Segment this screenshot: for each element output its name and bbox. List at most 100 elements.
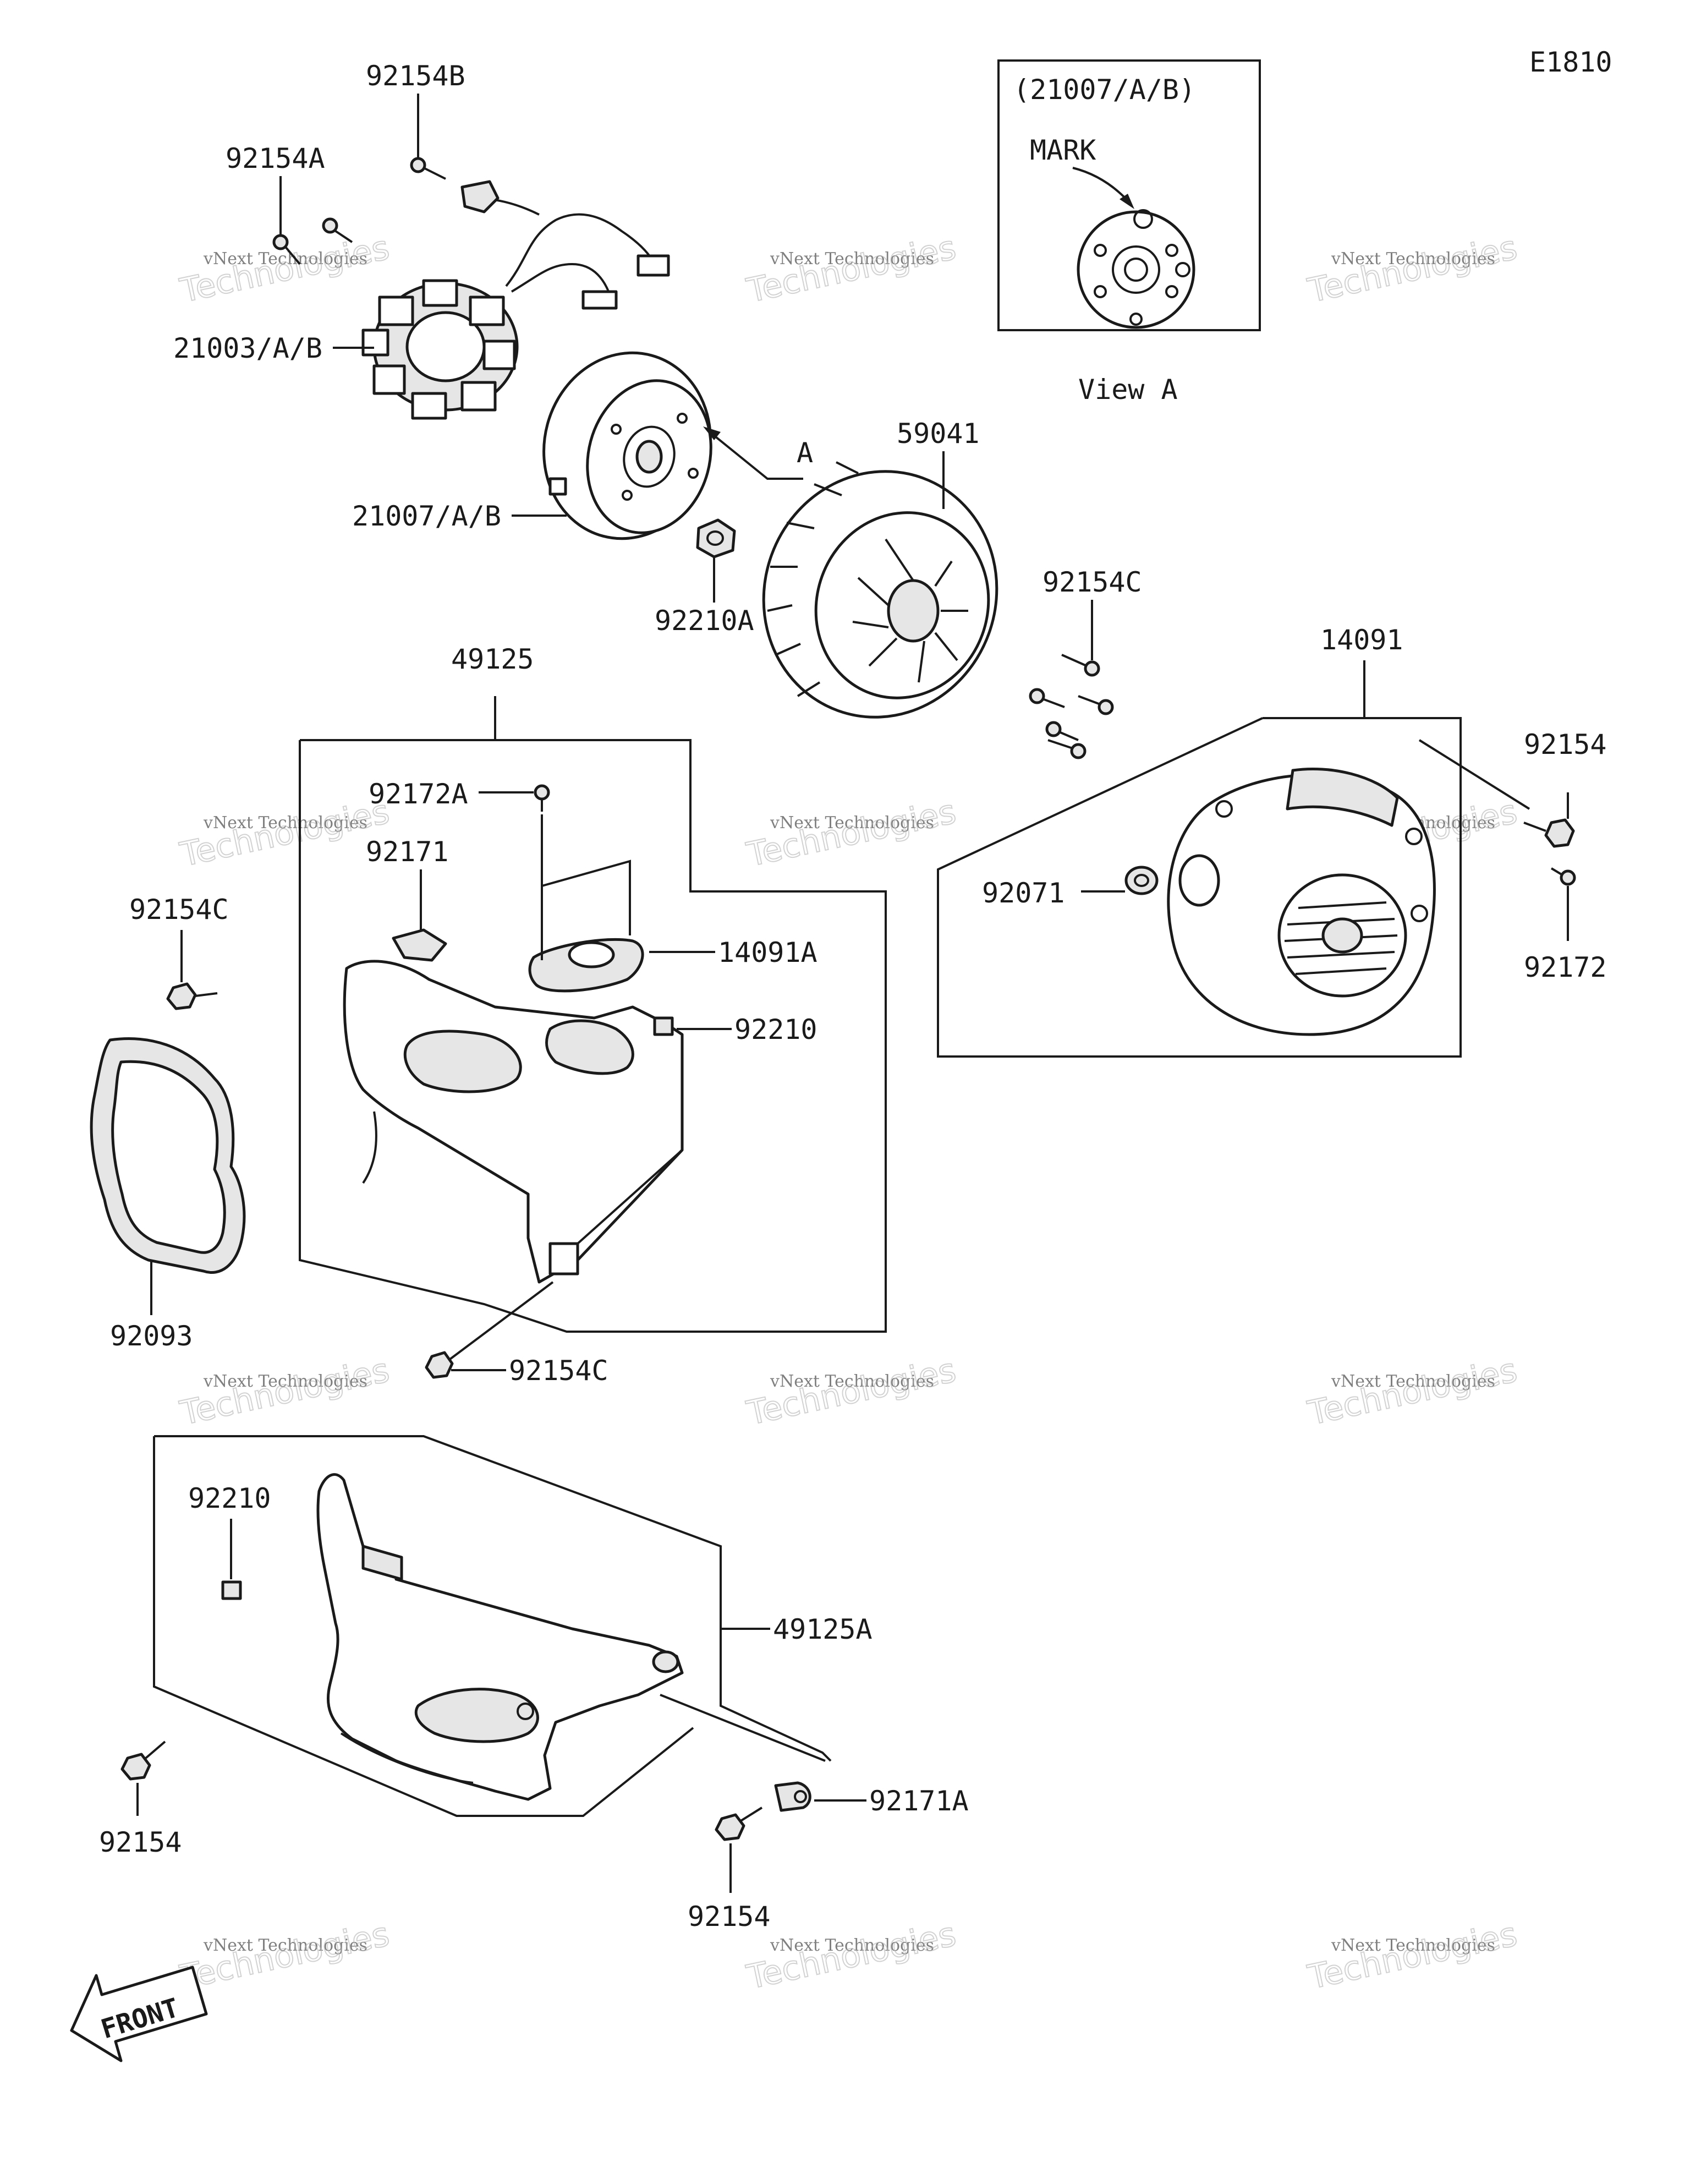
label-59041: 59041 — [897, 418, 980, 450]
lower-shroud-window — [414, 1688, 539, 1743]
harness-connector — [581, 290, 618, 310]
screw-shank — [449, 1281, 554, 1360]
label-49125A: 49125A — [773, 1613, 873, 1645]
cover-cap — [568, 941, 615, 968]
shroud-tab — [362, 1111, 377, 1184]
stator-harness — [505, 213, 656, 287]
rotor-hole — [677, 413, 688, 424]
rotor-face-disc — [1077, 210, 1195, 329]
fan-cover-mount — [1405, 828, 1423, 845]
rotor-hole — [688, 468, 699, 479]
lower-shroud-hole — [517, 1703, 534, 1720]
watermark-text: Technologies — [743, 792, 959, 874]
leader-92154-right-line — [1418, 739, 1530, 810]
harness-connector — [637, 254, 670, 277]
screw-shank — [1550, 867, 1563, 876]
label-92154-right: 92154 — [1524, 729, 1607, 760]
stator-coil — [378, 295, 414, 326]
watermark-text: Technologies — [177, 792, 393, 874]
stator-coil — [460, 381, 497, 412]
stator-assembly — [361, 180, 670, 420]
watermark-text: Technologies — [743, 1915, 959, 1997]
clamp-92171A — [774, 1781, 811, 1812]
label-92071: 92071 — [982, 877, 1065, 909]
screw-shank — [739, 1807, 763, 1822]
watermark-text: Technologies — [1304, 228, 1521, 310]
rotor-hole — [611, 424, 622, 435]
clamp-hole — [794, 1790, 807, 1803]
screw-shank — [1058, 731, 1079, 741]
nut-body — [696, 518, 736, 559]
watermark-text: vNext Technologies — [203, 1372, 367, 1391]
part-labels: 92154B 92154A 21003/A/B 21007/A/B 92210A… — [99, 60, 1607, 1933]
screw-head — [1544, 818, 1575, 848]
label-92171: 92171 — [366, 836, 449, 868]
fan-blades — [767, 461, 968, 697]
watermark-text: vNext Technologies — [1331, 1372, 1495, 1391]
lower-shroud-frame-bottom — [153, 1436, 694, 1817]
label-92210A: 92210A — [655, 605, 754, 637]
nut-92210-lower — [221, 1580, 242, 1600]
view-a-title: (21007/A/B) — [1013, 74, 1195, 106]
screw-92154-lowmid — [715, 1807, 763, 1841]
mark-arrowhead — [1120, 194, 1134, 209]
gasket-inner — [111, 1060, 226, 1254]
fan-cover-duct — [1286, 768, 1399, 827]
view-a-inset: (21007/A/B) MARK View A — [997, 59, 1261, 406]
front-arrow-shape — [70, 1966, 208, 2062]
rotor-face-hole — [1165, 285, 1178, 298]
screw-92154C-left — [166, 982, 218, 1010]
view-a-mark-label: MARK — [1030, 134, 1096, 166]
screw-head — [1560, 869, 1576, 886]
shroud-port — [545, 1019, 634, 1075]
label-21007: 21007/A/B — [352, 500, 501, 532]
label-92093: 92093 — [110, 1320, 193, 1352]
screw-head — [120, 1753, 151, 1781]
screw-shank — [1061, 654, 1087, 667]
rotor-face-hole — [1175, 262, 1190, 277]
label-14091A: 14091A — [718, 937, 817, 968]
rotor-face-hole — [1129, 313, 1143, 326]
label-92154A: 92154A — [226, 143, 325, 174]
arrow-a-label: A — [797, 437, 813, 469]
stator-coil — [422, 279, 458, 307]
screw-shank — [1042, 698, 1065, 708]
screw-head — [1045, 721, 1062, 737]
watermark-text: Technologies — [743, 228, 959, 310]
clip-body — [392, 928, 447, 962]
rotor-face-hole — [1094, 244, 1107, 257]
screw-head — [272, 234, 289, 250]
stator-coil — [482, 340, 516, 370]
lower-shroud-rim — [340, 1732, 474, 1784]
screw-92154C-bottom — [425, 1281, 554, 1379]
fan-cover-group-frame — [937, 717, 1462, 1058]
fan-cover — [1167, 768, 1436, 1036]
screw-head — [1098, 699, 1114, 715]
leader-14091A-split — [541, 860, 631, 935]
label-92154-lowmid: 92154 — [688, 1901, 771, 1933]
rotor-face-hole — [1094, 285, 1107, 298]
rotor-face-hole — [1124, 258, 1148, 282]
shroud-boss — [548, 1242, 579, 1276]
screw-shank — [423, 167, 446, 180]
lower-shroud-boss — [652, 1650, 679, 1673]
label-92171A: 92171A — [869, 1785, 969, 1817]
clamp-body — [774, 1781, 811, 1812]
nut-92210-mid — [653, 1016, 674, 1036]
shroud-edge — [577, 1149, 683, 1245]
screw-shank — [145, 1740, 166, 1759]
screw-head — [166, 982, 197, 1010]
stator-coil — [361, 329, 389, 357]
clip-nut — [221, 1580, 242, 1600]
rotor-flywheel — [542, 351, 712, 540]
screw-92154B — [410, 157, 446, 180]
screw-shank — [334, 230, 353, 243]
lower-shroud-flap — [361, 1545, 403, 1581]
screw-shank — [1078, 695, 1101, 705]
shroud-49125 — [343, 960, 684, 1284]
view-a-frame — [997, 59, 1261, 331]
fan-hub — [887, 579, 940, 643]
fan-cover-center — [1321, 917, 1363, 954]
fan-cover-mount — [1411, 905, 1428, 922]
